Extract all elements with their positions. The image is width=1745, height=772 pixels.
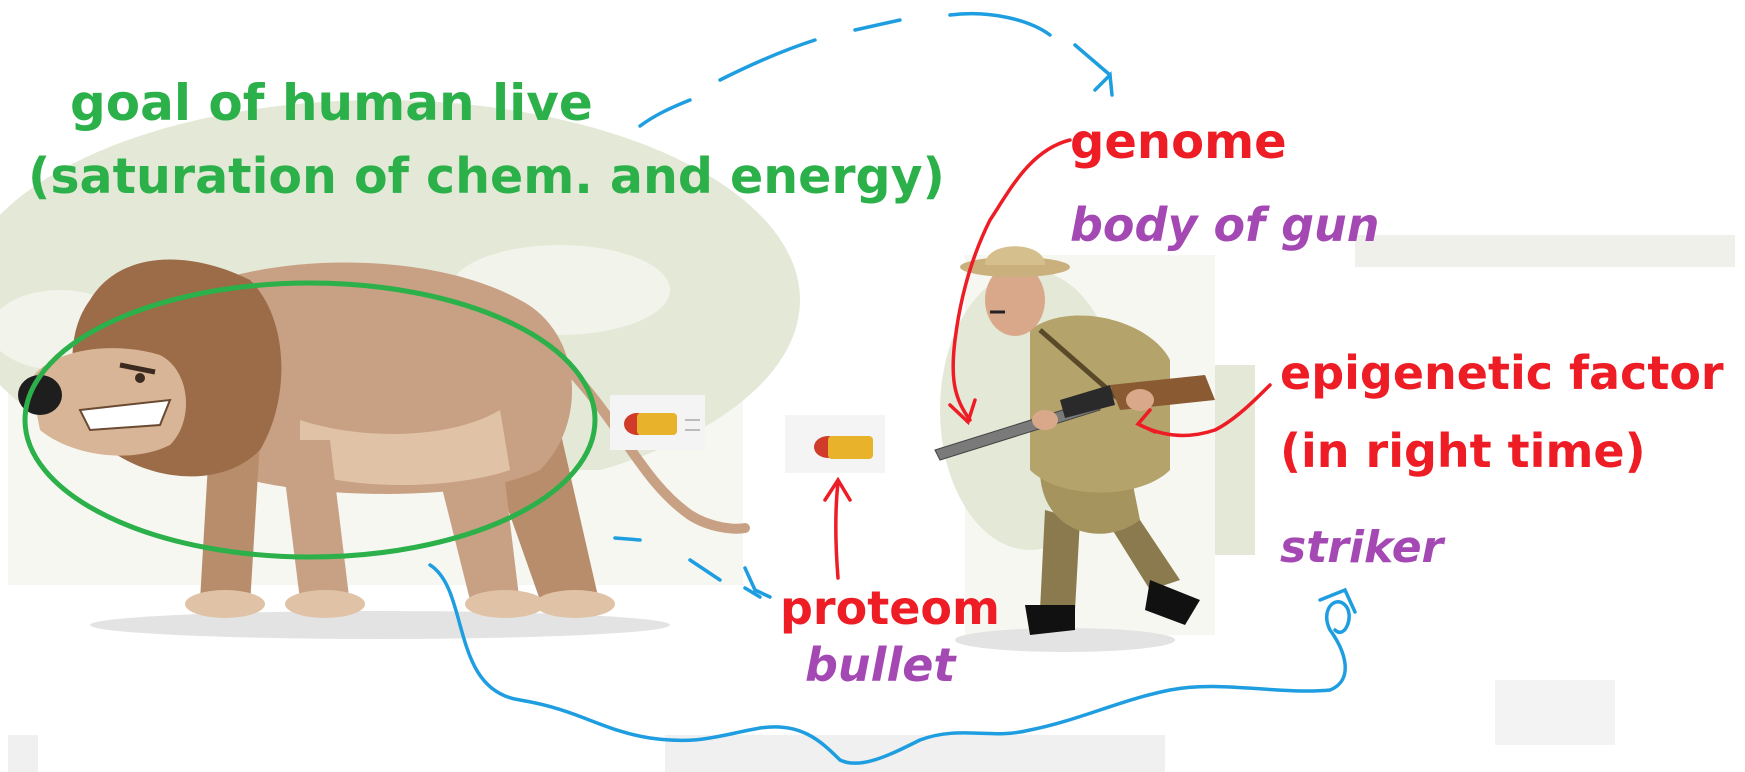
bottom-fragment-right bbox=[1495, 680, 1615, 745]
striker-label: striker bbox=[1280, 526, 1443, 570]
body-of-gun-label: body of gun bbox=[1070, 202, 1380, 248]
red-arrow-proteom bbox=[825, 480, 850, 578]
proteom-label: proteom bbox=[780, 585, 1000, 631]
blue-arrow-top bbox=[640, 14, 1112, 126]
genome-label: genome bbox=[1070, 118, 1287, 166]
bullet-icon-left bbox=[610, 395, 705, 450]
epigenetic-label-line1: epigenetic factor bbox=[1280, 350, 1724, 396]
bullet-icon-center bbox=[785, 415, 885, 473]
goal-label-line1: goal of human live bbox=[70, 78, 593, 128]
goal-label-line2: (saturation of chem. and energy) bbox=[28, 152, 945, 201]
bottom-fragment-left bbox=[8, 735, 38, 772]
watermark-strip bbox=[1355, 235, 1735, 267]
bullet-label: bullet bbox=[805, 642, 955, 688]
epigenetic-label-line2: (in right time) bbox=[1280, 428, 1646, 474]
